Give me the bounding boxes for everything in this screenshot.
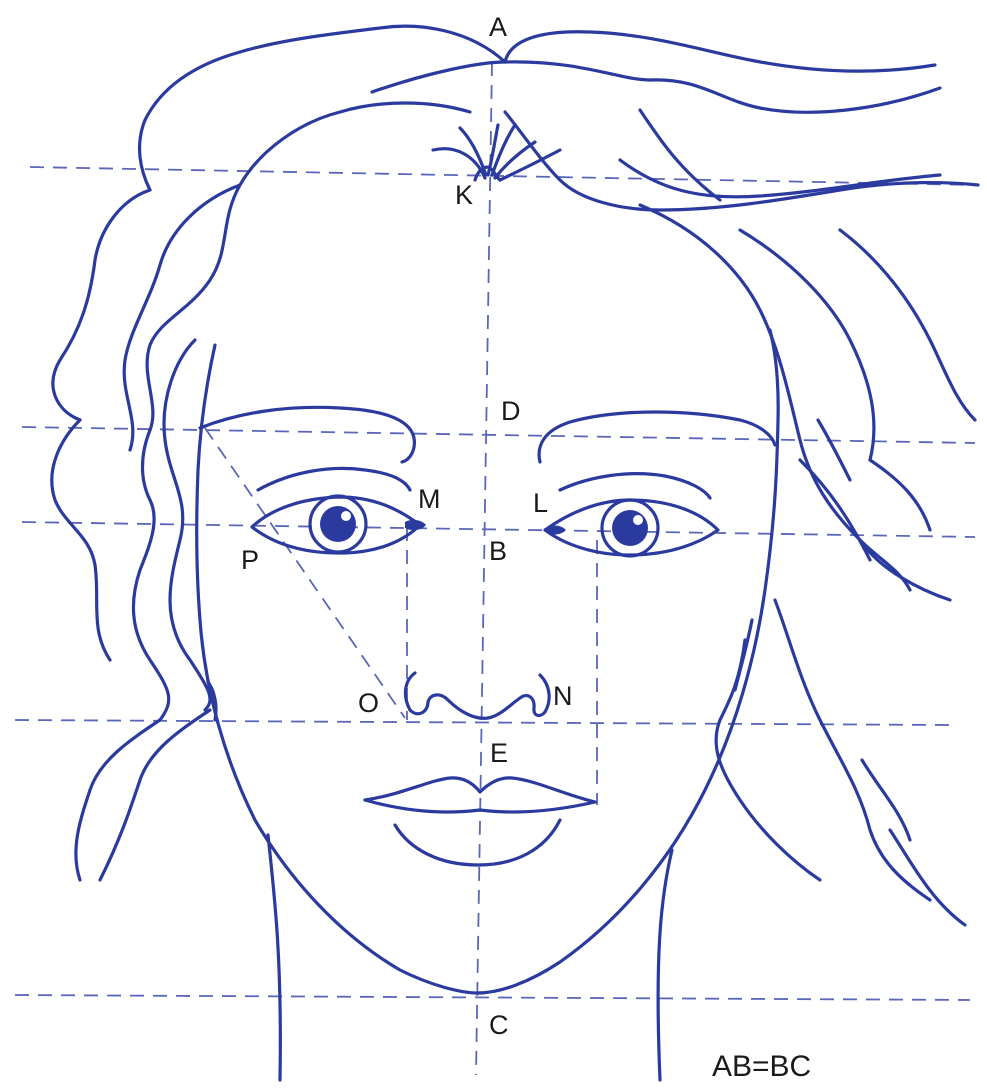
label-point-d: D: [501, 398, 521, 425]
hair: [52, 26, 978, 925]
label-point-o: O: [358, 690, 379, 717]
label-point-p: P: [241, 547, 259, 574]
guide-lines: [15, 62, 975, 1075]
right-eye: [544, 474, 718, 556]
label-point-a: A: [489, 14, 507, 41]
guide-vertical-center: [476, 62, 492, 1075]
label-point-k: K: [455, 182, 473, 209]
guide-eye-line: [22, 522, 975, 537]
guide-chin-line: [15, 995, 970, 1000]
label-point-b: B: [489, 538, 507, 565]
cheek-lines: [208, 620, 752, 720]
face-outline: [197, 330, 778, 1080]
label-point-l: L: [533, 490, 548, 517]
label-point-c: C: [489, 1012, 509, 1039]
label-point-m: M: [418, 486, 441, 513]
label-point-n: N: [553, 683, 573, 710]
proportion-note: AB=BC: [712, 1052, 811, 1082]
nose: [405, 673, 549, 718]
label-point-e: E: [490, 740, 508, 767]
forehead-tuft: [433, 125, 560, 180]
left-eye: [252, 468, 426, 553]
